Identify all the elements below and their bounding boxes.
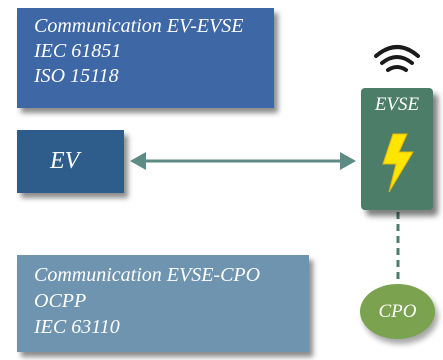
cpo-node: CPO (360, 284, 435, 339)
cpo-label: CPO (378, 300, 417, 322)
lightning-bolt-icon (382, 133, 414, 193)
evse-label: EVSE (374, 94, 420, 115)
ev-evse-standard-2: ISO 15118 (34, 65, 119, 87)
evse-station: EVSE (361, 88, 433, 210)
evse-cpo-standard-1: OCPP (34, 290, 87, 312)
ev-evse-arrow (130, 152, 356, 170)
ev-evse-standard-1: IEC 61851 (34, 40, 122, 62)
ev-evse-communication-box: Communication EV-EVSE IEC 61851 ISO 1511… (17, 8, 274, 108)
evse-cpo-title: Communication EVSE-CPO (34, 264, 261, 286)
evse-cpo-communication-box: Communication EVSE-CPO OCPP IEC 63110 (17, 255, 309, 352)
ev-evse-title: Communication EV-EVSE (34, 15, 244, 37)
wifi-signal-icon (374, 45, 420, 72)
ev-box: EV (17, 130, 124, 193)
ev-label: EV (50, 148, 80, 174)
evse-cpo-standard-2: IEC 63110 (34, 316, 120, 338)
